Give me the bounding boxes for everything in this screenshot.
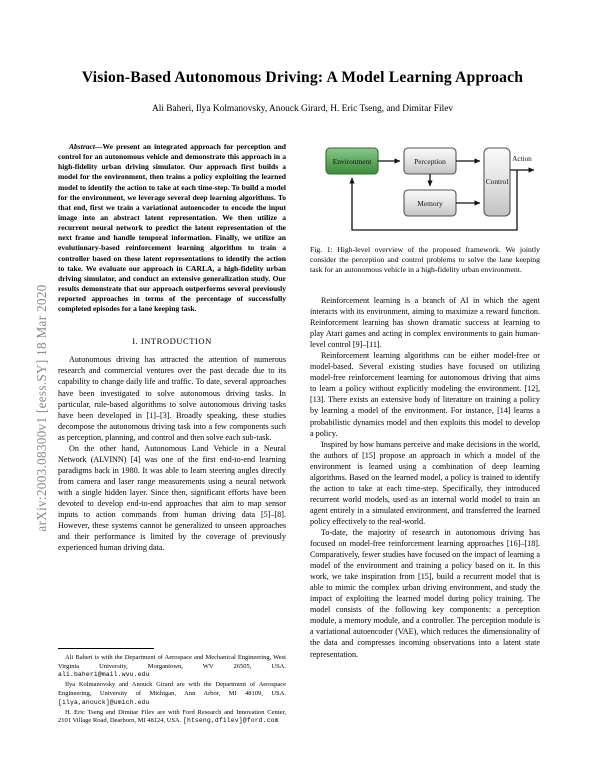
- page-title: Vision-Based Autonomous Driving: A Model…: [81, 69, 524, 86]
- footnote-divider: [58, 648, 154, 649]
- figure-arrow-feedback-loop: [349, 170, 518, 231]
- abstract-label: Abstract: [69, 142, 95, 151]
- paragraph: Inspired by how humans perceive and make…: [310, 439, 540, 526]
- paragraph: On the other hand, Autonomous Land Vehic…: [58, 443, 286, 553]
- figure-node-perception-label: Perception: [414, 157, 446, 166]
- figure-node-environment: Environment: [325, 147, 379, 175]
- abstract-text: We present an integrated approach for pe…: [58, 142, 286, 314]
- footnote-item: H. Eric Tseng and Dimitar Filev are with…: [58, 709, 286, 726]
- figure-node-perception: Perception: [403, 147, 457, 175]
- figure-1: Environment Perception Memory Control: [310, 140, 542, 238]
- paragraph: To-date, the majority of research in aut…: [310, 527, 540, 659]
- footnote-text: Ali Baheri is with the Department of Aer…: [58, 654, 286, 670]
- section-heading-introduction: I. INTRODUCTION: [132, 336, 212, 347]
- paragraph: Reinforcement learning is a branch of AI…: [310, 296, 540, 350]
- right-column: Reinforcement learning is a branch of AI…: [310, 295, 540, 660]
- arxiv-stamp: arXiv:2003.08300v1 [eess.SY] 18 Mar 2020: [34, 284, 49, 532]
- figure-1-caption: Fig. 1: High-level overview of the propo…: [310, 245, 540, 275]
- footnote-item: Ilya Kolmanovsky and Anouck Girard are w…: [58, 681, 286, 707]
- footnote-email: [htseng,dfilev]@ford.com: [182, 717, 279, 725]
- paragraph: Reinforcement learning algorithms can be…: [310, 351, 540, 438]
- footnote-text: Ilya Kolmanovsky and Anouck Girard are w…: [58, 681, 286, 698]
- figure-node-memory: Memory: [403, 189, 457, 217]
- left-column: Abstract—We present an integrated approa…: [58, 142, 286, 553]
- footnote-item: Ali Baheri is with the Department of Aer…: [58, 654, 286, 680]
- figure-output-label: Action: [512, 155, 532, 163]
- footnote-block: Ali Baheri is with the Department of Aer…: [58, 654, 286, 728]
- abstract: Abstract—We present an integrated approa…: [58, 142, 286, 314]
- footnote-email: ali.baheri@mail.wvu.edu: [58, 671, 150, 679]
- abstract-dash: —: [95, 142, 103, 151]
- figure-node-memory-label: Memory: [417, 199, 443, 208]
- figure-1-caption-wrap: Fig. 1: High-level overview of the propo…: [310, 245, 540, 276]
- figure-node-environment-label: Environment: [333, 157, 373, 166]
- footnote-email: [ilya,anouck]@umich.edu: [58, 698, 150, 706]
- figure-node-control-label: Control: [486, 177, 509, 186]
- paragraph: Autonomous driving has attracted the att…: [58, 355, 286, 442]
- author-list: Ali Baheri, Ilya Kolmanovsky, Anouck Gir…: [151, 104, 454, 114]
- figure-node-control: Control: [483, 147, 511, 217]
- footnote-text: H. Eric Tseng and Dimitar Filev are with…: [58, 708, 286, 725]
